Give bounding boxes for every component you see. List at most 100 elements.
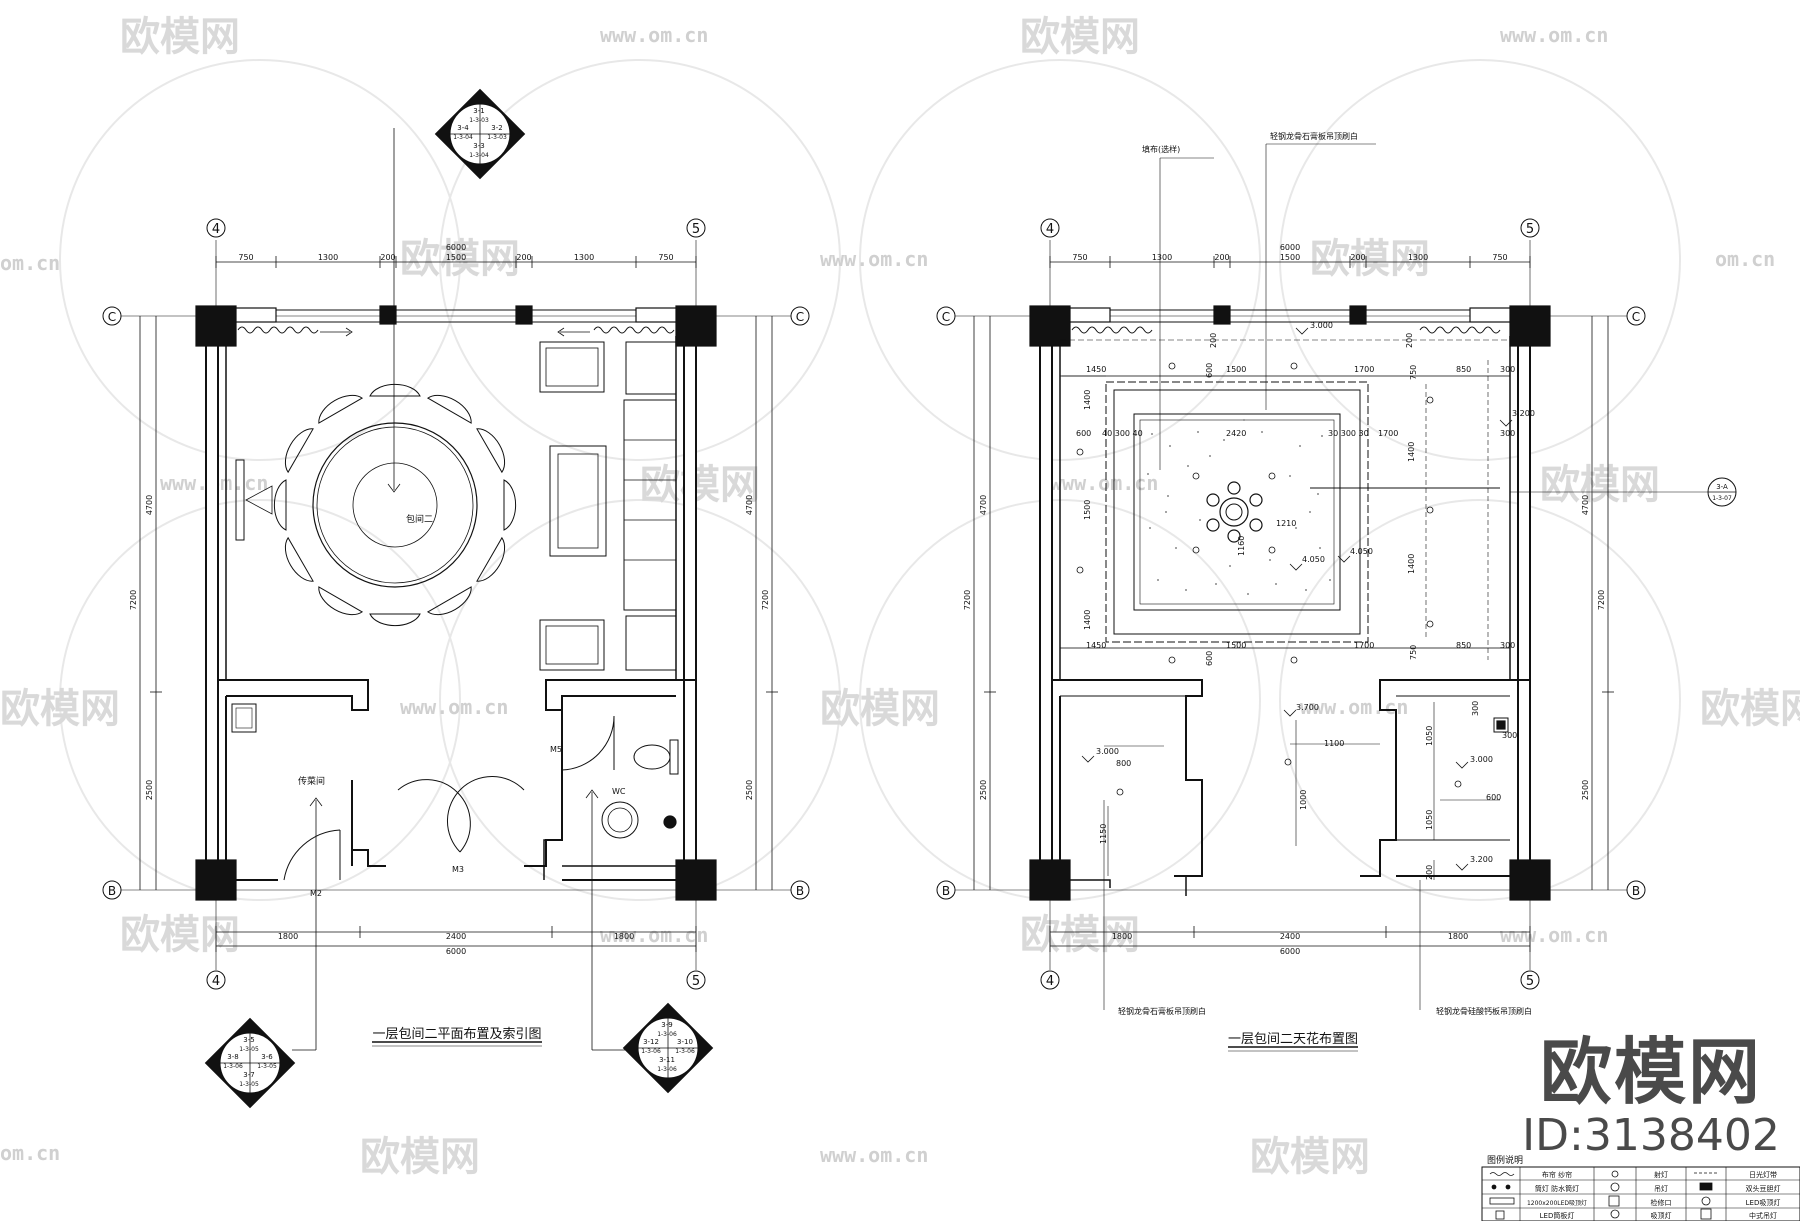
index-cell: 1-3-06 xyxy=(657,1031,677,1038)
section-mark: 3-A xyxy=(1716,483,1728,491)
dim: 4700 xyxy=(979,495,988,515)
dim: 1150 xyxy=(1099,824,1108,844)
grid-label: 5 xyxy=(692,222,700,237)
dim: 200 xyxy=(1405,333,1414,348)
dim: 1000 xyxy=(1299,790,1308,810)
legend-item: 中式吊灯 xyxy=(1749,1211,1777,1220)
dim-total: 6000 xyxy=(1280,947,1300,956)
level: 3.200 xyxy=(1470,855,1493,864)
dim: 1800 xyxy=(1448,932,1468,941)
legend-item: 布帘 纱帘 xyxy=(1542,1170,1572,1179)
dim: 600 xyxy=(1205,363,1214,378)
grid-label: 5 xyxy=(1526,974,1534,989)
dim: 4700 xyxy=(745,495,754,515)
brand-stamp: 欧模网 ID:3138402 xyxy=(1516,1032,1786,1160)
right-ceiling-plan xyxy=(950,143,1710,1052)
dim: 200 xyxy=(1425,865,1434,880)
grid-label: 4 xyxy=(1046,222,1054,237)
left-dimensions: 6000 750 1300 200 1500 200 1300 750 1800… xyxy=(129,243,770,956)
index-symbol: 3-5 1-3-05 3-6 1-3-05 3-7 1-3-05 3-8 1-3… xyxy=(204,1017,296,1109)
wc-label: WC xyxy=(612,787,626,796)
left-plan-title: 一层包间二平面布置及索引图 xyxy=(372,1027,541,1042)
label-fabric: 填布(选样) xyxy=(1142,144,1180,154)
index-cell: 1-3-06 xyxy=(657,1066,677,1073)
index-cell: 3-4 xyxy=(457,124,469,132)
dim: 1450 xyxy=(1086,365,1106,374)
watermark-rings xyxy=(59,59,1681,901)
watermark-url: www.om.cn xyxy=(1050,471,1158,495)
watermark-brand: 欧模网 xyxy=(1310,236,1430,282)
right-grid-bubbles: 4 5 4 5 C C B B 3-A 1-3-07 xyxy=(936,218,1737,990)
dim: 200 xyxy=(1214,253,1229,262)
index-cell: 1-3-05 xyxy=(239,1081,259,1088)
dim: 200 xyxy=(1209,333,1218,348)
watermark-brand: 欧模网 xyxy=(640,462,760,508)
index-cell: 3-11 xyxy=(659,1056,675,1064)
index-cell: 1-3-04 xyxy=(469,152,489,159)
grid-label: 4 xyxy=(212,222,220,237)
dim: 1500 xyxy=(1226,641,1246,650)
legend-item: 1200x200LED吸顶灯 xyxy=(1527,1199,1587,1207)
level: 3.000 xyxy=(1096,747,1119,756)
index-cell: 1-3-05 xyxy=(239,1046,259,1053)
dim: 300 xyxy=(1500,641,1515,650)
grid-label: B xyxy=(942,884,950,898)
dim: 200 xyxy=(516,253,531,262)
watermark-url: www.om.cn xyxy=(820,247,928,271)
dim: 200 xyxy=(1350,253,1365,262)
dim: 1100 xyxy=(1324,739,1344,748)
index-cell: 3-6 xyxy=(261,1053,273,1061)
dim-total: 7200 xyxy=(1597,590,1606,610)
dim: 750 xyxy=(1492,253,1507,262)
level: 3.000 xyxy=(1310,321,1333,330)
grid-label: 4 xyxy=(212,974,220,989)
dim-total: 7200 xyxy=(129,590,138,610)
index-cell: 3-1 xyxy=(473,107,484,115)
dim: 1300 xyxy=(318,253,338,262)
dim: 2500 xyxy=(1581,780,1590,800)
index-cell: 3-8 xyxy=(227,1053,238,1061)
room-label: 包间二 xyxy=(406,513,433,525)
dim: 750 xyxy=(1409,365,1418,380)
right-labels: 填布(选样) 轻钢龙骨石膏板吊顶刷白 轻钢龙骨石膏板吊顶刷白 轻钢龙骨硅酸钙板吊… xyxy=(1096,131,1535,1047)
level: 3.200 xyxy=(1512,409,1535,418)
dim: 1400 xyxy=(1083,390,1092,410)
grid-label: C xyxy=(1632,310,1640,324)
dim: 1400 xyxy=(1083,610,1092,630)
dim: 800 xyxy=(1116,759,1131,768)
index-cell: 3-5 xyxy=(243,1036,254,1044)
watermark-url: om.cn xyxy=(1715,247,1775,271)
dim: 750 xyxy=(658,253,673,262)
dim: 750 xyxy=(1072,253,1087,262)
dim: 1500 xyxy=(1280,253,1300,262)
dim: 1500 xyxy=(1083,500,1092,520)
watermark-brand: 欧模网 xyxy=(1700,686,1800,732)
dim: 2400 xyxy=(446,932,466,941)
grid-label: C xyxy=(796,310,804,324)
index-cell: 1-3-04 xyxy=(453,134,473,141)
legend-item: LED吸顶灯 xyxy=(1746,1198,1781,1207)
watermark-url: www.om.cn xyxy=(820,1143,928,1167)
section-mark: 1-3-07 xyxy=(1712,495,1732,502)
brand-name: 欧模网 xyxy=(1539,1030,1762,1114)
pantry-label: 传菜间 xyxy=(298,775,325,787)
index-cell: 3-10 xyxy=(677,1038,693,1046)
level: 3.700 xyxy=(1296,703,1319,712)
legend-item: 检修口 xyxy=(1651,1198,1672,1207)
dim: 30 300 30 xyxy=(1328,429,1369,438)
left-grid-bubbles: 4 5 4 5 C C B B xyxy=(102,218,810,990)
dim: 1500 xyxy=(1226,365,1246,374)
grid-label: B xyxy=(796,884,804,898)
watermark-url: www.om.cn xyxy=(400,695,508,719)
dim: 1210 xyxy=(1276,519,1296,528)
dim: 1800 xyxy=(614,932,634,941)
dim-total: 6000 xyxy=(1280,243,1300,252)
dim: 1700 xyxy=(1378,429,1398,438)
left-floor-plan xyxy=(120,128,800,1051)
watermark-brand: 欧模网 xyxy=(120,14,240,60)
legend-item: 吸顶灯 xyxy=(1651,1211,1672,1220)
dim: 1500 xyxy=(446,253,466,262)
dim: 300 xyxy=(1502,731,1517,740)
watermark-brand: 欧模网 xyxy=(1250,1134,1370,1180)
watermark-brand: 欧模网 xyxy=(360,1134,480,1180)
